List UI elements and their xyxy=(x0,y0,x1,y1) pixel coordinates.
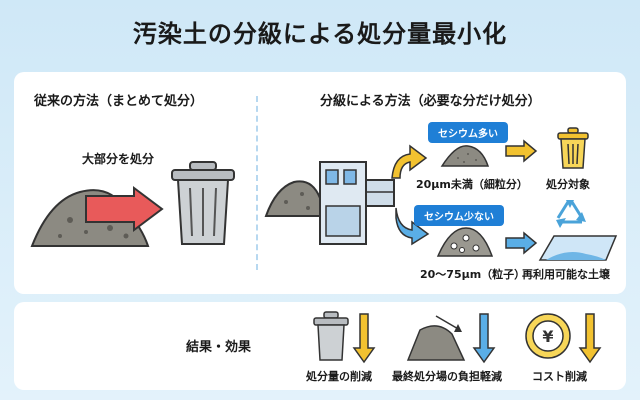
landfill-icon xyxy=(406,313,496,364)
panel-divider xyxy=(256,96,258,270)
reusable-soil-icon xyxy=(538,235,618,261)
result-label-cost-reduction: コスト削減 xyxy=(532,370,587,383)
conventional-method-heading: 従来の方法（まとめて処分） xyxy=(34,94,204,109)
result-label-volume-reduction: 処分量の削減 xyxy=(306,370,372,383)
yellow-trash-can-icon xyxy=(557,127,589,169)
soil-pile-icon xyxy=(264,180,324,217)
trash-can-icon xyxy=(313,311,376,364)
result-label-landfill-burden: 最終処分場の負担軽減 xyxy=(392,370,502,383)
upper-flow-arrow-icon xyxy=(391,144,428,179)
trash-can-icon xyxy=(171,161,235,245)
majority-disposal-label: 大部分を処分 xyxy=(82,152,155,166)
reusable-soil-label: 再利用可能な土壌 xyxy=(522,268,610,281)
low-cesium-tag: セシウム少ない xyxy=(414,205,504,226)
lower-flow-arrow-icon xyxy=(395,207,430,246)
classifier-machine-icon xyxy=(319,161,395,245)
classification-method-heading: 分級による方法（必要な分だけ処分） xyxy=(320,94,541,109)
yen-coin-icon: ¥ xyxy=(525,313,602,364)
fine-soil-pile-icon xyxy=(440,145,490,167)
recycle-icon xyxy=(556,200,586,228)
coarse-particle-label: 20〜75μm（粒子） xyxy=(420,268,526,281)
coarse-soil-pile-icon xyxy=(436,227,494,257)
fine-particle-label: 20μm未満（細粒分） xyxy=(416,178,528,191)
blue-arrow-icon xyxy=(505,231,538,255)
disposal-target-label: 処分対象 xyxy=(546,178,590,191)
red-arrow-icon xyxy=(85,186,164,232)
high-cesium-tag: セシウム多い xyxy=(428,122,508,143)
yellow-arrow-icon xyxy=(505,139,538,163)
result-heading: 結果・効果 xyxy=(186,340,252,355)
page-title: 汚染土の分級による処分量最小化 xyxy=(132,20,508,48)
svg-text:¥: ¥ xyxy=(542,327,553,346)
